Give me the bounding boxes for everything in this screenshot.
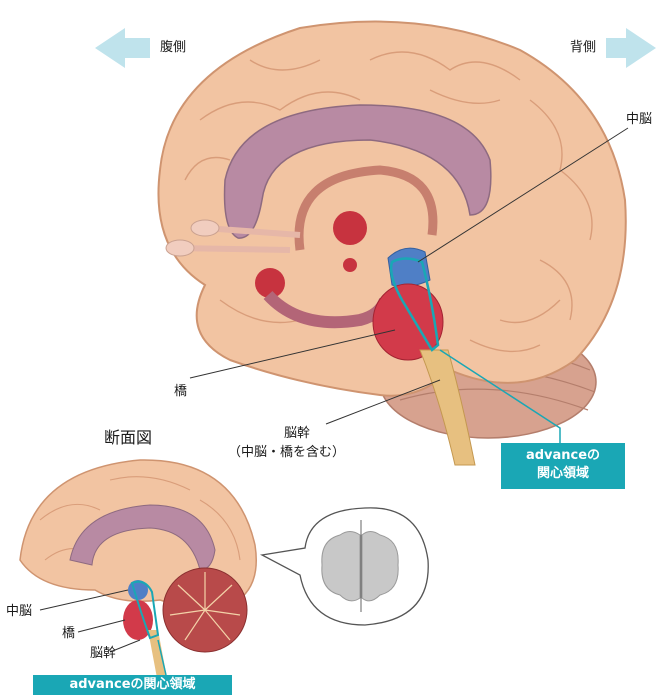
pons-label: 橋 bbox=[174, 384, 187, 400]
frontal-view-callout bbox=[262, 508, 428, 625]
left-arrow-icon bbox=[95, 28, 150, 68]
interest-tag-section: advanceの関心領域 bbox=[33, 675, 232, 695]
midbrain-label: 中脳 bbox=[626, 112, 652, 128]
section-brain bbox=[20, 460, 256, 694]
section-brainstem-label: 脳幹 bbox=[90, 646, 116, 662]
brainstem-note: （中脳・橋を含む） bbox=[228, 445, 345, 461]
right-arrow-icon bbox=[606, 28, 656, 68]
section-midbrain-label: 中脳 bbox=[6, 604, 32, 620]
interest-tag-main: advanceの 関心領域 bbox=[501, 443, 625, 489]
section-title: 断面図 bbox=[104, 430, 152, 446]
section-pons-label: 橋 bbox=[62, 626, 75, 642]
main-brain bbox=[158, 22, 628, 465]
dorsal-label: 背側 bbox=[570, 40, 596, 56]
brainstem-label: 脳幹 bbox=[284, 426, 310, 442]
interest-tag-line2: 関心領域 bbox=[501, 465, 625, 483]
interest-tag-line1: advanceの bbox=[501, 447, 625, 465]
ventral-label: 腹側 bbox=[160, 40, 186, 56]
